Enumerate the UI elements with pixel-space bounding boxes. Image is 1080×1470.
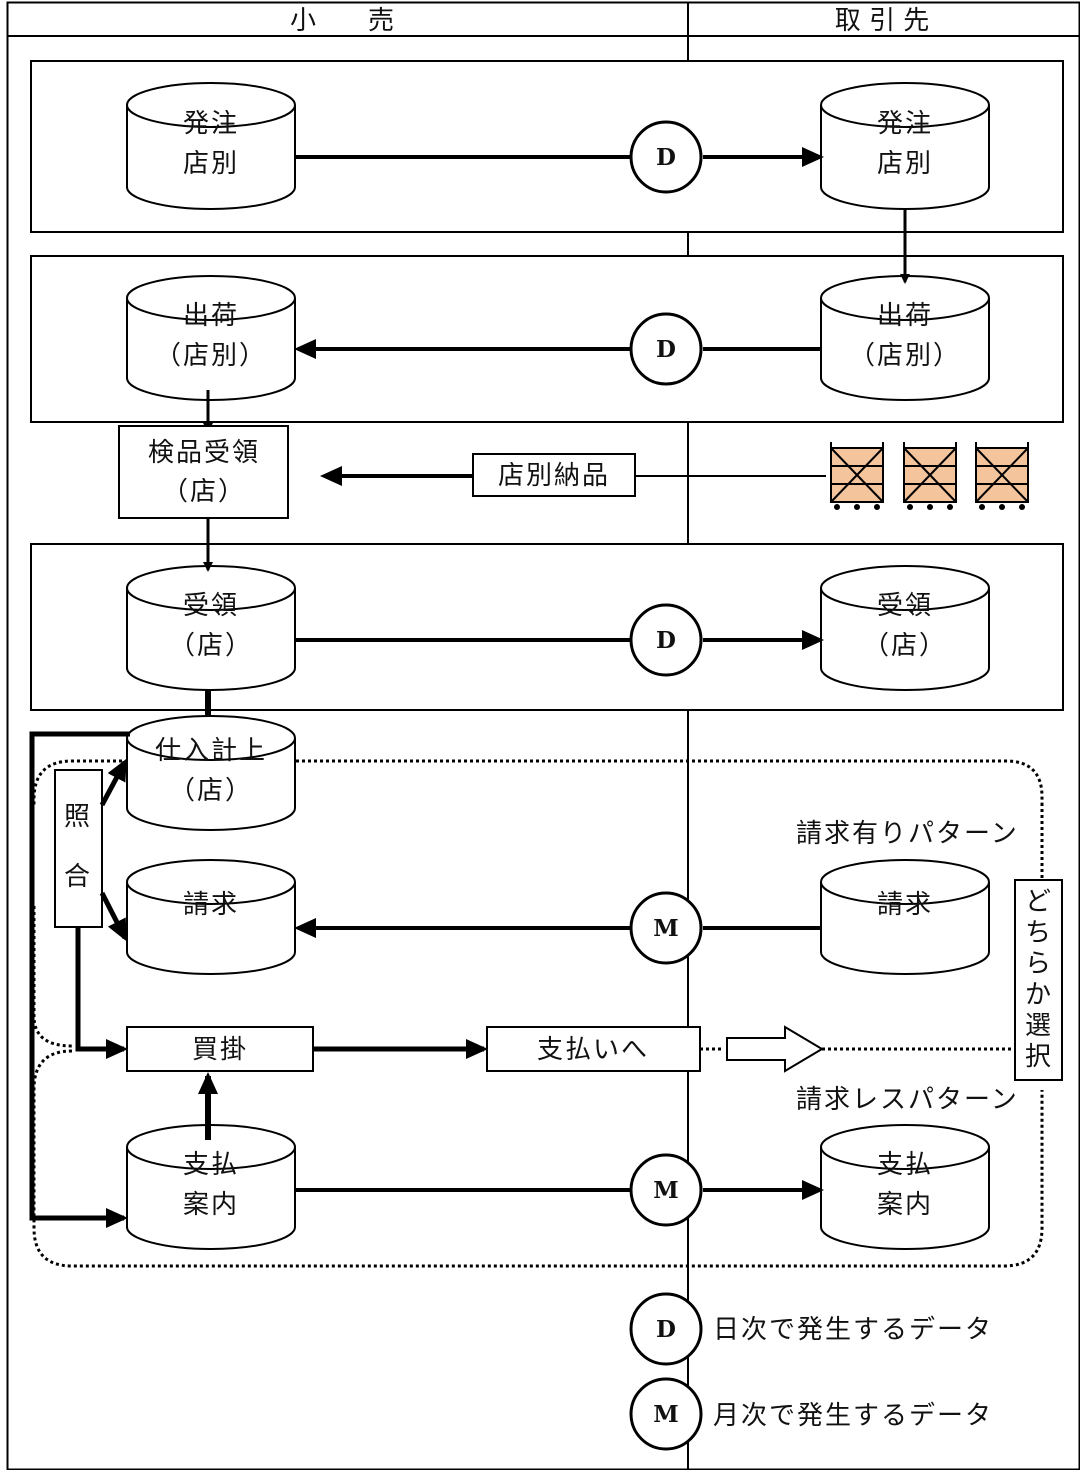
choose-char-5: 選 [1025, 1011, 1053, 1041]
order-badge: D [629, 120, 703, 194]
to-payment-box [486, 1026, 701, 1072]
invoice-pattern-label: 請求有りパターン [796, 819, 1019, 849]
roll-cart-icon [903, 442, 957, 510]
delivery-label: 店別納品 [498, 461, 610, 491]
roll-cart-icon [975, 442, 1029, 510]
guide-supplier-db-label-1: 支払 [877, 1150, 933, 1180]
receipt-retail-db-label-2: （店） [169, 631, 253, 661]
purchase-db-label-2: （店） [169, 776, 253, 806]
invoice-badge-letter: M [653, 915, 678, 942]
inspection-box [118, 425, 289, 519]
guide-retail-db-label-2: 案内 [183, 1190, 239, 1220]
receipt-badge-letter: D [656, 627, 676, 654]
reconcile-char-2: 合 [64, 862, 92, 892]
guide-retail-db-label-1: 支払 [183, 1150, 239, 1180]
roll-cart-icon [830, 442, 884, 510]
receipt-supplier-db-label-1: 受領 [877, 591, 933, 621]
order-supplier-db-label-2: 店別 [877, 149, 933, 179]
invoiceless-pattern-region [32, 1049, 1044, 1268]
invoiceless-pattern-label: 請求レスパターン [796, 1085, 1019, 1115]
payable-label: 買掛 [192, 1035, 248, 1065]
shipping-supplier-db-label-1: 出荷 [877, 301, 933, 331]
reconcile-to-invoice-arrow [99, 891, 128, 942]
guide-supplier-db-label-2: 案内 [877, 1190, 933, 1220]
shipping-badge: D [629, 312, 703, 386]
receipt-badge: D [629, 603, 703, 677]
choose-char-3: ら [1025, 949, 1053, 979]
invoice-pattern-region [212, 759, 1044, 803]
shipping-retail-db: 出荷 （店別） [126, 275, 296, 401]
inspection-box-line-1: 検品受領 [148, 438, 260, 468]
inspection-box-line-2: （店） [162, 477, 246, 507]
invoice-supplier-db-label-1: 請求 [877, 890, 933, 920]
invoice-badge: M [629, 891, 703, 965]
legend-monthly-badge-letter: M [653, 1401, 678, 1428]
order-badge-letter: D [656, 144, 676, 171]
purchase-db: 仕入計上 （店） [126, 715, 296, 831]
choose-box [1014, 879, 1063, 1081]
invoice-retail-db: 請求 [126, 859, 296, 975]
header-retail: 小 売 [290, 6, 394, 36]
receipt-retail-db: 受領 （店） [126, 565, 296, 691]
guide-badge: M [629, 1153, 703, 1227]
header-supplier: 取 引 先 [835, 6, 930, 36]
legend-monthly-badge: M [629, 1377, 703, 1451]
order-supplier-db-label-1: 発注 [877, 109, 933, 139]
reconcile-to-purchase-arrow [99, 758, 128, 807]
reconcile-to-payable-line [75, 927, 110, 1052]
purchase-db-label-1: 仕入計上 [155, 736, 267, 766]
invoice-supplier-db: 請求 [820, 859, 990, 975]
to-payment-label: 支払いへ [537, 1035, 649, 1065]
choose-char-2: ち [1025, 918, 1053, 948]
reconcile-box [54, 769, 103, 928]
choose-char-1: ど [1025, 887, 1053, 917]
shipping-retail-db-label-1: 出荷 [183, 301, 239, 331]
shipping-supplier-db: 出荷 （店別） [820, 275, 990, 401]
legend-daily-text: 日次で発生するデータ [713, 1315, 993, 1345]
legend-daily-badge: D [629, 1292, 703, 1366]
shipping-badge-letter: D [656, 336, 676, 363]
choose-char-6: 択 [1025, 1042, 1053, 1072]
legend-monthly-text: 月次で発生するデータ [713, 1401, 993, 1431]
left-bus-line [29, 731, 130, 1221]
receipt-supplier-db: 受領 （店） [820, 565, 990, 691]
shipping-retail-db-label-2: （店別） [155, 341, 267, 371]
choose-char-4: か [1025, 980, 1053, 1010]
invoice-retail-db-label-1: 請求 [183, 890, 239, 920]
reconcile-char-1: 照 [64, 802, 92, 832]
order-retail-db-label-1: 発注 [183, 109, 239, 139]
shipping-supplier-db-label-2: （店別） [849, 341, 961, 371]
order-retail-db-label-2: 店別 [183, 149, 239, 179]
guide-badge-letter: M [653, 1177, 678, 1204]
legend-daily-badge-letter: D [656, 1316, 676, 1343]
hollow-arrow [726, 1025, 824, 1073]
receipt-retail-db-label-1: 受領 [183, 591, 239, 621]
receipt-supplier-db-label-2: （店） [863, 631, 947, 661]
payable-box [126, 1026, 314, 1072]
